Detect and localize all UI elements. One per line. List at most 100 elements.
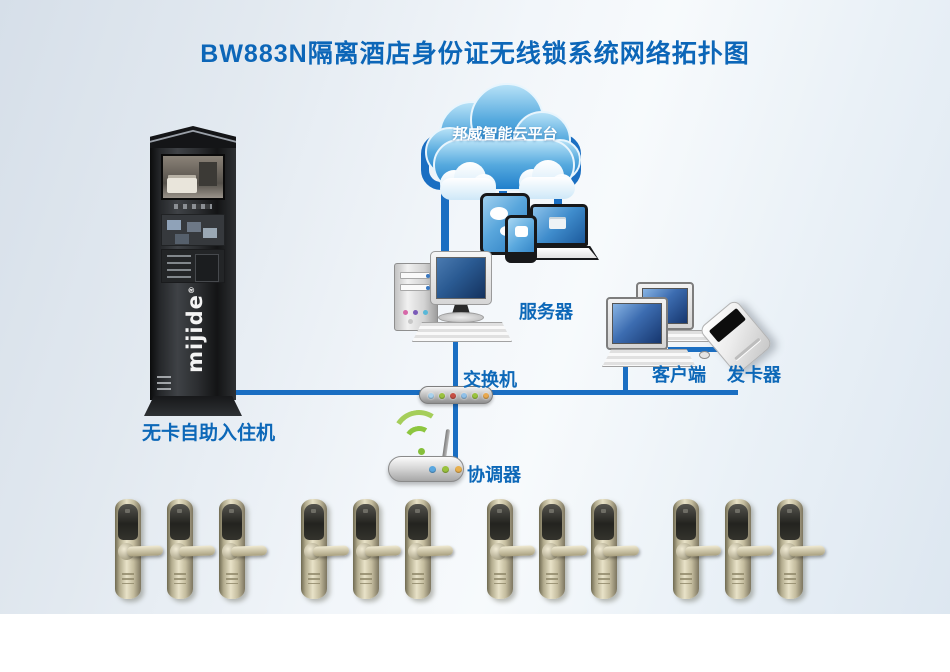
lock-card-reader-panel bbox=[490, 504, 510, 540]
router-led bbox=[429, 466, 436, 473]
lock-card-reader-panel bbox=[542, 504, 562, 540]
kiosk-vents bbox=[157, 376, 171, 390]
lock-card-reader-panel bbox=[118, 504, 138, 540]
diagram-title: BW883N隔离酒店身份证无线锁系统网络拓扑图 bbox=[200, 40, 750, 68]
door-lock bbox=[539, 499, 588, 599]
self-checkin-kiosk: mijide® bbox=[150, 126, 236, 418]
server-drive-slot bbox=[400, 284, 430, 291]
lock-group bbox=[487, 499, 640, 599]
lock-card-reader-panel bbox=[780, 504, 800, 540]
door-lock bbox=[591, 499, 640, 599]
lock-handle bbox=[312, 545, 350, 557]
smartphone-icon bbox=[505, 215, 537, 263]
switch-led bbox=[472, 393, 478, 399]
kiosk-room-screen bbox=[161, 154, 225, 200]
lock-keyhole bbox=[732, 573, 744, 584]
lock-card-reader-panel bbox=[304, 504, 324, 540]
connection-line-client-cardissuer bbox=[668, 347, 734, 352]
kiosk-base bbox=[144, 396, 242, 416]
lock-keyhole bbox=[598, 573, 610, 584]
switch-led bbox=[428, 393, 434, 399]
server-buttons bbox=[403, 310, 408, 315]
door-lock bbox=[725, 499, 774, 599]
lock-handle bbox=[736, 545, 774, 557]
switch-led bbox=[439, 393, 445, 399]
kiosk-brand-logo: mijide® bbox=[183, 285, 207, 373]
door-lock bbox=[115, 499, 164, 599]
server-keyboard bbox=[412, 322, 512, 342]
card-issuer-label: 发卡器 bbox=[727, 365, 781, 385]
connection-line-client-drop bbox=[623, 358, 628, 395]
door-lock bbox=[353, 499, 402, 599]
laptop-base bbox=[519, 246, 599, 260]
router-led bbox=[455, 466, 462, 473]
lock-group bbox=[301, 499, 454, 599]
lock-handle bbox=[364, 545, 402, 557]
lock-card-reader-panel bbox=[356, 504, 376, 540]
server-label: 服务器 bbox=[519, 302, 573, 322]
lock-keyhole bbox=[174, 573, 186, 584]
lock-handle bbox=[550, 545, 588, 557]
door-lock bbox=[301, 499, 350, 599]
lock-keyhole bbox=[226, 573, 238, 584]
kiosk-info-panel bbox=[161, 249, 225, 283]
switch-led bbox=[461, 393, 467, 399]
lock-keyhole bbox=[546, 573, 558, 584]
lock-keyhole bbox=[308, 573, 320, 584]
client-pc-monitor-front bbox=[606, 297, 668, 350]
door-lock bbox=[167, 499, 216, 599]
router-led bbox=[442, 466, 449, 473]
server-drive-slot bbox=[400, 272, 430, 279]
lock-handle bbox=[230, 545, 268, 557]
laptop-icon bbox=[530, 204, 588, 246]
lock-group bbox=[673, 499, 826, 599]
lock-handle bbox=[178, 545, 216, 557]
lock-handle bbox=[498, 545, 536, 557]
lock-handle bbox=[126, 545, 164, 557]
bottom-white-strip bbox=[0, 614, 950, 672]
cloud-platform-label: 邦威智能云平台 bbox=[451, 126, 559, 143]
network-switch-icon bbox=[419, 386, 493, 404]
server-monitor-icon bbox=[430, 251, 492, 305]
door-lock bbox=[219, 499, 268, 599]
door-lock bbox=[777, 499, 826, 599]
kiosk-step-indicator bbox=[174, 204, 212, 209]
mouse-icon bbox=[699, 351, 710, 359]
coordinator-router-icon bbox=[388, 456, 464, 482]
locks-row bbox=[115, 499, 859, 599]
lock-card-reader-panel bbox=[728, 504, 748, 540]
connection-line-cloud-server bbox=[441, 186, 449, 256]
kiosk-top-cap bbox=[150, 126, 236, 150]
wifi-signal-dot bbox=[418, 448, 425, 455]
switch-led bbox=[483, 393, 489, 399]
lock-keyhole bbox=[494, 573, 506, 584]
lock-keyhole bbox=[360, 573, 372, 584]
lock-keyhole bbox=[412, 573, 424, 584]
cloud-icon bbox=[425, 83, 581, 200]
lock-keyhole bbox=[784, 573, 796, 584]
kiosk-label: 无卡自助入住机 bbox=[142, 423, 276, 444]
lock-card-reader-panel bbox=[594, 504, 614, 540]
card-issuer-screen bbox=[708, 307, 747, 343]
lock-handle bbox=[684, 545, 722, 557]
lock-card-reader-panel bbox=[170, 504, 190, 540]
server-monitor-base bbox=[438, 312, 484, 323]
door-lock bbox=[673, 499, 722, 599]
coordinator-label: 协调器 bbox=[467, 465, 521, 485]
kiosk-body: mijide® bbox=[150, 148, 236, 400]
lock-keyhole bbox=[680, 573, 692, 584]
lock-handle bbox=[416, 545, 454, 557]
lock-group bbox=[115, 499, 268, 599]
kiosk-instruction-panel bbox=[161, 214, 225, 246]
door-lock bbox=[405, 499, 454, 599]
door-lock bbox=[487, 499, 536, 599]
lock-card-reader-panel bbox=[408, 504, 428, 540]
lock-handle bbox=[788, 545, 826, 557]
lock-handle bbox=[602, 545, 640, 557]
client-label: 客户端 bbox=[652, 365, 706, 385]
switch-label: 交换机 bbox=[463, 370, 517, 390]
lock-card-reader-panel bbox=[676, 504, 696, 540]
switch-led bbox=[450, 393, 456, 399]
server-monitor-stand bbox=[452, 305, 470, 314]
